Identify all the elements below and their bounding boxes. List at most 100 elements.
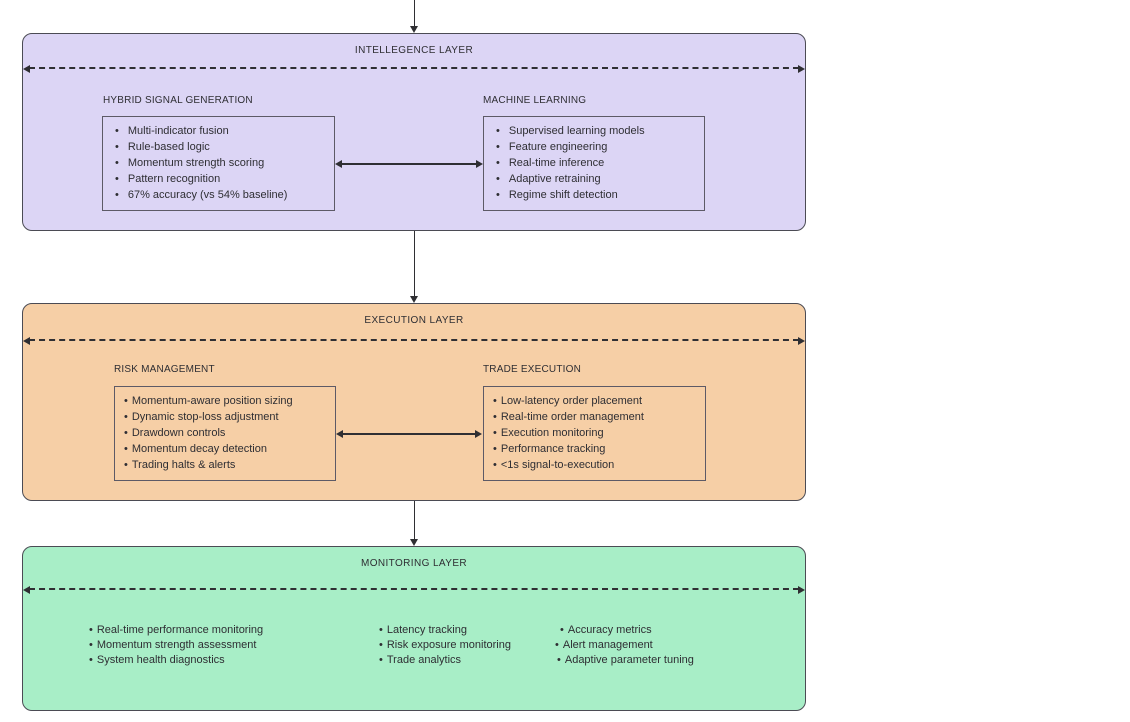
list-item: •Low-latency order placement	[493, 395, 699, 411]
connector-execution-to-monitoring	[410, 501, 419, 546]
connector-intelligence-to-execution	[410, 231, 419, 303]
bullet-icon: •	[496, 157, 500, 169]
bullet-icon: •	[493, 443, 497, 455]
bullet-icon: •	[124, 459, 128, 471]
bullet-icon: •	[555, 639, 559, 651]
arrow-right-icon	[798, 337, 805, 345]
list-item: •Performance tracking	[493, 443, 699, 459]
layer-title-intelligence: INTELLEGENCE LAYER	[354, 45, 474, 56]
list-item-text: 67% accuracy (vs 54% baseline)	[127, 189, 288, 201]
bullet-icon: •	[379, 654, 383, 666]
list-item: •Rule-based logic	[112, 141, 328, 157]
arrow-right-icon	[476, 160, 483, 168]
list-item-text: Momentum decay detection	[131, 443, 267, 455]
list-item-text: Performance tracking	[500, 443, 606, 455]
risk-management-box: •Momentum-aware position sizing •Dynamic…	[114, 386, 336, 481]
list-item: •Execution monitoring	[493, 427, 699, 443]
monitoring-column-3: •Accuracy metrics •Alert management •Ada…	[555, 624, 694, 669]
dashed-line	[29, 67, 799, 69]
arrow-right-icon	[475, 430, 482, 438]
connector-line	[341, 433, 477, 435]
bullet-icon: •	[115, 125, 119, 137]
bullet-icon: •	[124, 427, 128, 439]
risk-trade-bidirectional-arrow	[336, 430, 482, 438]
list-item-text: Real-time order management	[500, 411, 644, 423]
connector-line	[414, 231, 415, 298]
list-item: •Momentum strength assessment	[89, 639, 263, 654]
list-item: •Latency tracking	[379, 624, 511, 639]
bullet-icon: •	[496, 189, 500, 201]
list-item-text: Momentum strength scoring	[127, 157, 265, 169]
list-item: • Pattern recognition	[112, 173, 328, 189]
bullet-icon: •	[557, 654, 561, 666]
layer-intelligence: INTELLEGENCE LAYER HYBRID SIGNAL GENERAT…	[22, 33, 806, 231]
list-item: •Adaptive parameter tuning	[557, 654, 694, 669]
bullet-icon: •	[493, 395, 497, 407]
list-item: •Momentum-aware position sizing	[124, 395, 329, 411]
bullet-icon: •	[89, 624, 93, 636]
connector-line	[414, 501, 415, 541]
list-item-text: System health diagnostics	[96, 654, 225, 666]
execution-span-arrow	[23, 337, 805, 345]
list-item-text: Adaptive retraining	[508, 173, 601, 185]
list-item-text: <1s signal-to-execution	[500, 459, 615, 471]
list-item: • Adaptive retraining	[493, 173, 698, 189]
bullet-icon: •	[496, 125, 500, 137]
connector-line	[414, 0, 415, 28]
label-risk-management: RISK MANAGEMENT	[114, 364, 215, 375]
list-item-text: Momentum-aware position sizing	[131, 395, 293, 407]
list-item-text: Real-time inference	[508, 157, 605, 169]
list-item: • Regime shift detection	[493, 189, 698, 205]
list-item: •Alert management	[555, 639, 694, 654]
list-item: •Momentum decay detection	[124, 443, 329, 459]
list-item-text: Execution monitoring	[500, 427, 604, 439]
bullet-icon: •	[115, 173, 119, 185]
label-trade-execution: TRADE EXECUTION	[483, 364, 582, 375]
list-item: •Real-time performance monitoring	[89, 624, 263, 639]
bullet-icon: •	[379, 639, 383, 651]
arrow-left-icon	[336, 430, 343, 438]
list-item-text: Risk exposure monitoring	[386, 639, 511, 651]
bullet-icon: •	[560, 624, 564, 636]
list-item: •Trade analytics	[379, 654, 511, 669]
bullet-icon: •	[493, 459, 497, 471]
list-item: • Momentum strength scoring	[112, 157, 328, 173]
list-item-text: Multi-indicator fusion	[127, 125, 229, 137]
layer-execution: EXECUTION LAYER RISK MANAGEMENT •Momentu…	[22, 303, 806, 501]
list-item: •Accuracy metrics	[560, 624, 694, 639]
monitoring-column-2: •Latency tracking •Risk exposure monitor…	[379, 624, 511, 669]
signal-ml-bidirectional-arrow	[335, 160, 483, 168]
bullet-icon: •	[496, 141, 500, 153]
bullet-icon: •	[115, 157, 119, 169]
dashed-line	[29, 339, 799, 341]
list-item: • Feature engineering	[493, 141, 698, 157]
list-item: •Trading halts & alerts	[124, 459, 329, 475]
list-item-text: Pattern recognition	[127, 173, 221, 185]
bullet-icon: •	[124, 443, 128, 455]
arrow-down-icon	[410, 539, 418, 546]
connector-line	[340, 163, 478, 165]
dashed-line	[29, 588, 799, 590]
bullet-icon: •	[379, 624, 383, 636]
list-item-text: Low-latency order placement	[500, 395, 643, 407]
list-item-text: Accuracy metrics	[567, 624, 652, 636]
arrow-left-icon	[23, 337, 30, 345]
list-item-text: Supervised learning models	[508, 125, 645, 137]
bullet-icon: •	[493, 427, 497, 439]
arrow-left-icon	[23, 586, 30, 594]
list-item-text: Dynamic stop-loss adjustment	[131, 411, 279, 423]
arrow-down-icon	[410, 26, 418, 33]
bullet-icon: •	[89, 654, 93, 666]
bullet-icon: •	[496, 173, 500, 185]
list-item: •Risk exposure monitoring	[379, 639, 511, 654]
bullet-icon: •	[115, 141, 119, 153]
list-item-text: Regime shift detection	[508, 189, 618, 201]
bullet-icon: •	[124, 395, 128, 407]
list-item-text: Trading halts & alerts	[131, 459, 236, 471]
arrow-down-icon	[410, 296, 418, 303]
list-item: •System health diagnostics	[89, 654, 263, 669]
arrow-right-icon	[798, 586, 805, 594]
list-item: • Multi-indicator fusion	[112, 125, 328, 141]
list-item-text: Feature engineering	[508, 141, 608, 153]
